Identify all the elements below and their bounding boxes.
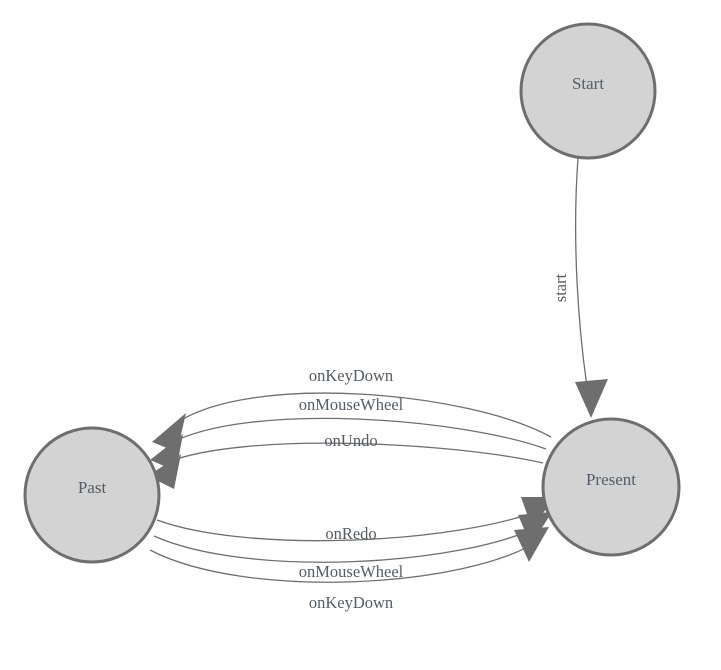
edge-label-present-to-past-3: onUndo [324,431,377,450]
edge-past-to-present-3-path [149,539,541,583]
edge-present-to-past-1-path [174,392,552,438]
edge-past-to-present-3-arrowhead [514,527,549,562]
edge-label-present-to-past-1: onKeyDown [309,366,393,385]
edge-past-to-present-1-path [156,508,544,542]
edge-label-past-to-present-2: onMouseWheel [299,562,404,581]
edge-present-to-past-3-path [167,442,544,464]
node-past[interactable]: Past [23,426,161,564]
edge-present-to-past-2-path [170,417,547,450]
node-present[interactable]: Present [541,417,681,557]
edge-past-to-present-onmousewheel[interactable]: onMouseWheel [153,512,552,581]
node-start-label: Start [572,74,604,93]
node-start[interactable]: Start [519,22,657,160]
node-present-label: Present [586,470,636,489]
edge-label-present-to-past-2: onMouseWheel [299,395,404,414]
edge-start-to-present-arrowhead [575,379,608,418]
edge-present-to-past-3-arrowhead [148,454,181,489]
edge-label-past-to-present-3: onKeyDown [309,593,393,612]
edge-label-past-to-present-1: onRedo [325,524,376,543]
edge-past-to-present-2-path [153,524,543,563]
edge-label-start: start [551,273,570,302]
edge-past-to-present-onkeydown[interactable]: onKeyDown [149,527,549,612]
edge-present-to-past-onundo[interactable]: onUndo [148,431,544,489]
edge-start-to-present-path [574,157,590,401]
edge-start-to-present[interactable]: start [551,157,608,418]
node-past-circle [23,426,161,564]
node-start-circle [519,22,657,160]
edge-past-to-present-onredo[interactable]: onRedo [156,497,555,543]
node-past-label: Past [78,478,107,497]
node-present-circle [541,417,681,557]
